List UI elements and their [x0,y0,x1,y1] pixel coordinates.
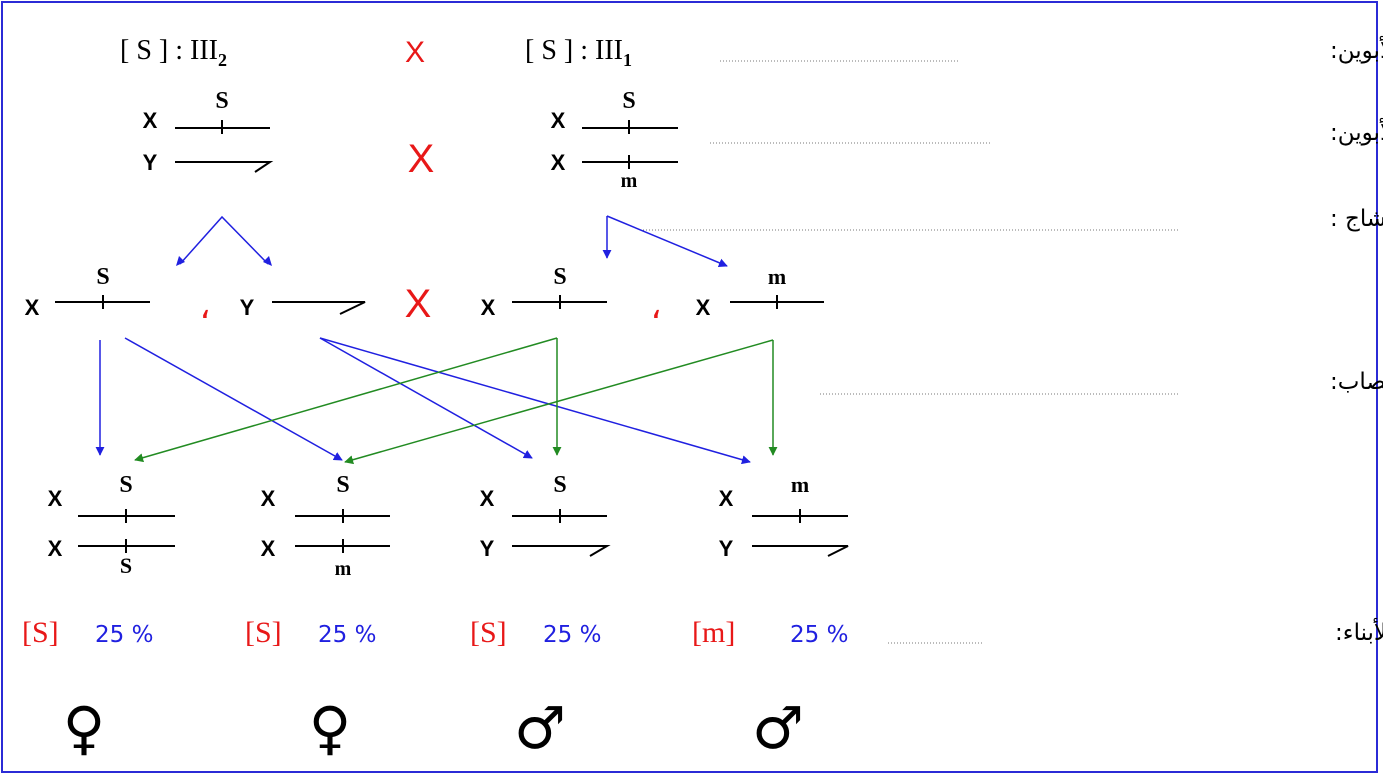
cross-symbol: X [405,36,425,69]
gamete-female-x-s: X S [481,264,607,320]
arrowhead [263,256,272,266]
chromosome-y-label: Y [480,536,495,561]
chromosome-y-label: Y [240,295,255,320]
left-parent-phenotype: [ S ] : III2 [120,35,227,70]
allele-s-label: S [336,472,349,498]
allele-s-label: S [96,264,109,290]
gamete-male-y: Y [240,295,366,320]
cross-symbol: X [408,137,435,181]
allele-s-label: S [553,264,566,290]
offspring-genotype-2: X S X m [261,472,390,580]
allele-m-label: m [768,264,786,289]
arrow-fertilization [124,337,343,461]
offspring-genotype-4: X m Y [719,472,849,561]
y-chromosome [512,545,611,557]
chromosome-x-label: X [48,536,63,561]
allele-s-label: S [119,472,132,498]
y-chromosome [272,301,366,315]
chromosome-x-label: X [261,536,276,561]
right-parent-genotype: X S X m [551,88,678,192]
chromosome-x-label: X [25,295,40,320]
chromosome-x-label: X [481,295,496,320]
gamete-male-x-s: X S [25,264,150,320]
chromosome-x-label: X [551,150,566,175]
offspring-percent-1: 25 % [95,622,153,648]
chromosome-y-label: Y [719,536,734,561]
right-parent-phenotype: [ S ] : III1 [525,35,632,70]
label-offspring-phenotypes: المظاهر الخارجية للأبناء: [1335,618,1383,646]
arrow-fertilization [319,337,751,465]
allele-m-label: m [791,472,809,497]
arrowhead [176,256,185,266]
arrow-female-gamete-m [606,215,728,268]
offspring-genotype-1: X S X S [48,472,175,578]
label-gametes: الأمشاج : [1330,204,1383,232]
arrow-fertilization [134,337,558,463]
arrow-fertilization [344,339,774,465]
chromosome-y-label: Y [143,150,158,175]
offspring-phenotype-2: [S] [245,616,282,649]
left-parent-genotype: X S Y [143,88,274,175]
gamete-female-x-m: X m [696,264,824,320]
allele-s-label: S [622,88,635,114]
allele-m-label: m [621,170,638,192]
chromosome-x-label: X [696,295,711,320]
y-chromosome [175,161,274,173]
arrow-male-gametes [179,215,269,265]
y-chromosome [752,545,849,557]
chromosome-x-label: X [719,486,734,511]
chromosome-x-label: X [261,486,276,511]
male-icon: ♂ [752,694,804,762]
male-icon: ♂ [514,694,566,762]
offspring-phenotype-1: [S] [22,616,59,649]
chromosome-x-label: X [48,486,63,511]
gamete-separator: ، [651,289,662,326]
chromosome-x-label: X [551,108,566,133]
label-parents-phenotypes: المظاهر الخارجية للأبوين: [1330,36,1383,64]
allele-s-label: S [553,472,566,498]
offspring-phenotype-4: [m] [692,616,735,649]
label-fertilization: الإخصاب: [1330,369,1383,395]
offspring-percent-4: 25 % [790,622,848,648]
arrow-fertilization [319,337,533,459]
offspring-percent-2: 25 % [318,622,376,648]
label-parents-genotypes: الأنماط الوراثية للأبوين: [1330,118,1383,146]
female-icon: ♀ [63,694,105,762]
chromosome-x-label: X [480,486,495,511]
gamete-separator: ، [200,289,211,326]
chromosome-x-label: X [143,108,158,133]
cross-symbol: X [405,282,432,326]
allele-s-label: S [120,553,132,578]
female-icon: ♀ [309,694,351,762]
allele-s-label: S [215,88,228,114]
offspring-percent-3: 25 % [543,622,601,648]
offspring-phenotype-3: [S] [470,616,507,649]
offspring-genotype-3: X S Y [480,472,611,561]
allele-m-label: m [335,558,352,580]
